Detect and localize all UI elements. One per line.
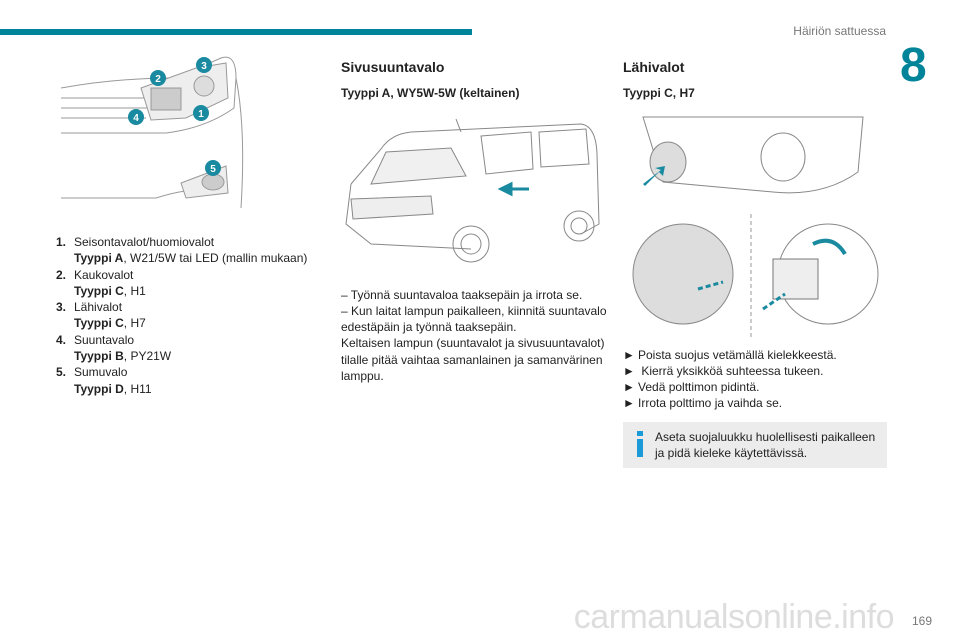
callout-1 bbox=[193, 105, 209, 121]
callout-3-label: 3 bbox=[201, 61, 207, 72]
bulb-removal-illustration bbox=[632, 213, 879, 339]
section-title: Häiriön sattuessa bbox=[793, 24, 886, 38]
bullet-arrow-icon: ► bbox=[623, 380, 635, 395]
page-number: 169 bbox=[911, 614, 932, 628]
callout-5 bbox=[205, 160, 221, 176]
arrow-icon bbox=[497, 181, 529, 197]
van-illustration bbox=[345, 118, 600, 263]
item-spec: , W21/5W tai LED (mallin mukaan) bbox=[123, 251, 308, 266]
item-spec: , PY21W bbox=[123, 349, 172, 364]
item-spec: , H1 bbox=[123, 283, 146, 298]
bullet-arrow-icon: ► bbox=[623, 347, 635, 362]
step-item: ► Kierrä yksikköä suhteessa tukeen. bbox=[623, 363, 887, 379]
item-type: Tyyppi B bbox=[74, 349, 124, 364]
info-note: Aseta suojaluukku huolellisesti paikalle… bbox=[623, 421, 887, 469]
item-name: Lähivalot bbox=[74, 300, 123, 315]
section-subheading: Tyyppi A, WY5W-5W (keltainen) bbox=[341, 86, 520, 101]
callout-4 bbox=[128, 109, 144, 125]
step-text: Vedä polttimon pidintä. bbox=[638, 380, 760, 395]
item-number: 1. bbox=[56, 235, 67, 249]
headlamp-illustration: 1 2 3 4 5 bbox=[60, 56, 244, 209]
item-number: 3. bbox=[56, 300, 67, 315]
item-number: 2. bbox=[56, 267, 67, 282]
item-type: Tyyppi A bbox=[74, 251, 124, 266]
item-type: Tyyppi C bbox=[74, 283, 124, 298]
step-list: ►Poista suojus vetämällä kielekkeestä. ►… bbox=[623, 347, 887, 412]
item-number: 4. bbox=[56, 332, 67, 347]
callout-4-label: 4 bbox=[133, 113, 139, 124]
callout-5-label: 5 bbox=[210, 164, 216, 175]
step-item: ►Poista suojus vetämällä kielekkeestä. bbox=[623, 347, 887, 363]
step-text: Irrota polttimo ja vaihda se. bbox=[638, 396, 783, 411]
headlamp-rear-illustration bbox=[642, 116, 864, 193]
item-spec: , H7 bbox=[123, 316, 146, 331]
step-text: Poista suojus vetämällä kielekkeestä. bbox=[638, 347, 837, 362]
item-name: Seisontavalot/huomiovalot bbox=[74, 235, 215, 249]
item-name: Suuntavalo bbox=[74, 332, 135, 347]
section-heading: Lähivalot bbox=[623, 59, 685, 75]
bullet-arrow-icon: ► bbox=[623, 396, 635, 411]
callout-2 bbox=[150, 70, 166, 86]
section-subheading: Tyyppi C, H7 bbox=[623, 86, 695, 101]
item-name: Kaukovalot bbox=[74, 267, 134, 282]
callout-2-label: 2 bbox=[155, 74, 161, 85]
chapter-color-bar bbox=[0, 29, 472, 35]
note-text: Aseta suojaluukku huolellisesti paikalle… bbox=[655, 429, 876, 461]
watermark: carmanualsonline.info bbox=[573, 598, 895, 636]
step-text: Kierrä yksikköä suhteessa tukeen. bbox=[638, 363, 824, 378]
section-heading: Sivusuuntavalo bbox=[341, 59, 445, 75]
step-item: ►Vedä polttimon pidintä. bbox=[623, 379, 887, 395]
item-type: Tyyppi D bbox=[74, 381, 124, 396]
chapter-number: 8 bbox=[900, 39, 927, 92]
item-type: Tyyppi C bbox=[74, 316, 124, 331]
arrow-icon bbox=[643, 165, 665, 186]
instruction-line: – Kun laitat lampun paikalleen, kiinnitä… bbox=[341, 303, 607, 335]
info-icon bbox=[637, 430, 643, 457]
step-item: ►Irrota polttimo ja vaihda se. bbox=[623, 395, 887, 411]
instruction-line: – Työnnä suuntavaloa taaksepäin ja irrot… bbox=[341, 287, 583, 302]
item-spec: , H11 bbox=[123, 381, 152, 396]
bullet-arrow-icon: ► bbox=[623, 363, 635, 378]
item-number: 5. bbox=[56, 365, 67, 380]
instruction-line: Keltaisen lampun (suuntavalot ja sivusuu… bbox=[341, 336, 605, 384]
callout-1-label: 1 bbox=[198, 109, 204, 120]
callout-3 bbox=[196, 57, 212, 73]
item-name: Sumuvalo bbox=[74, 365, 128, 380]
